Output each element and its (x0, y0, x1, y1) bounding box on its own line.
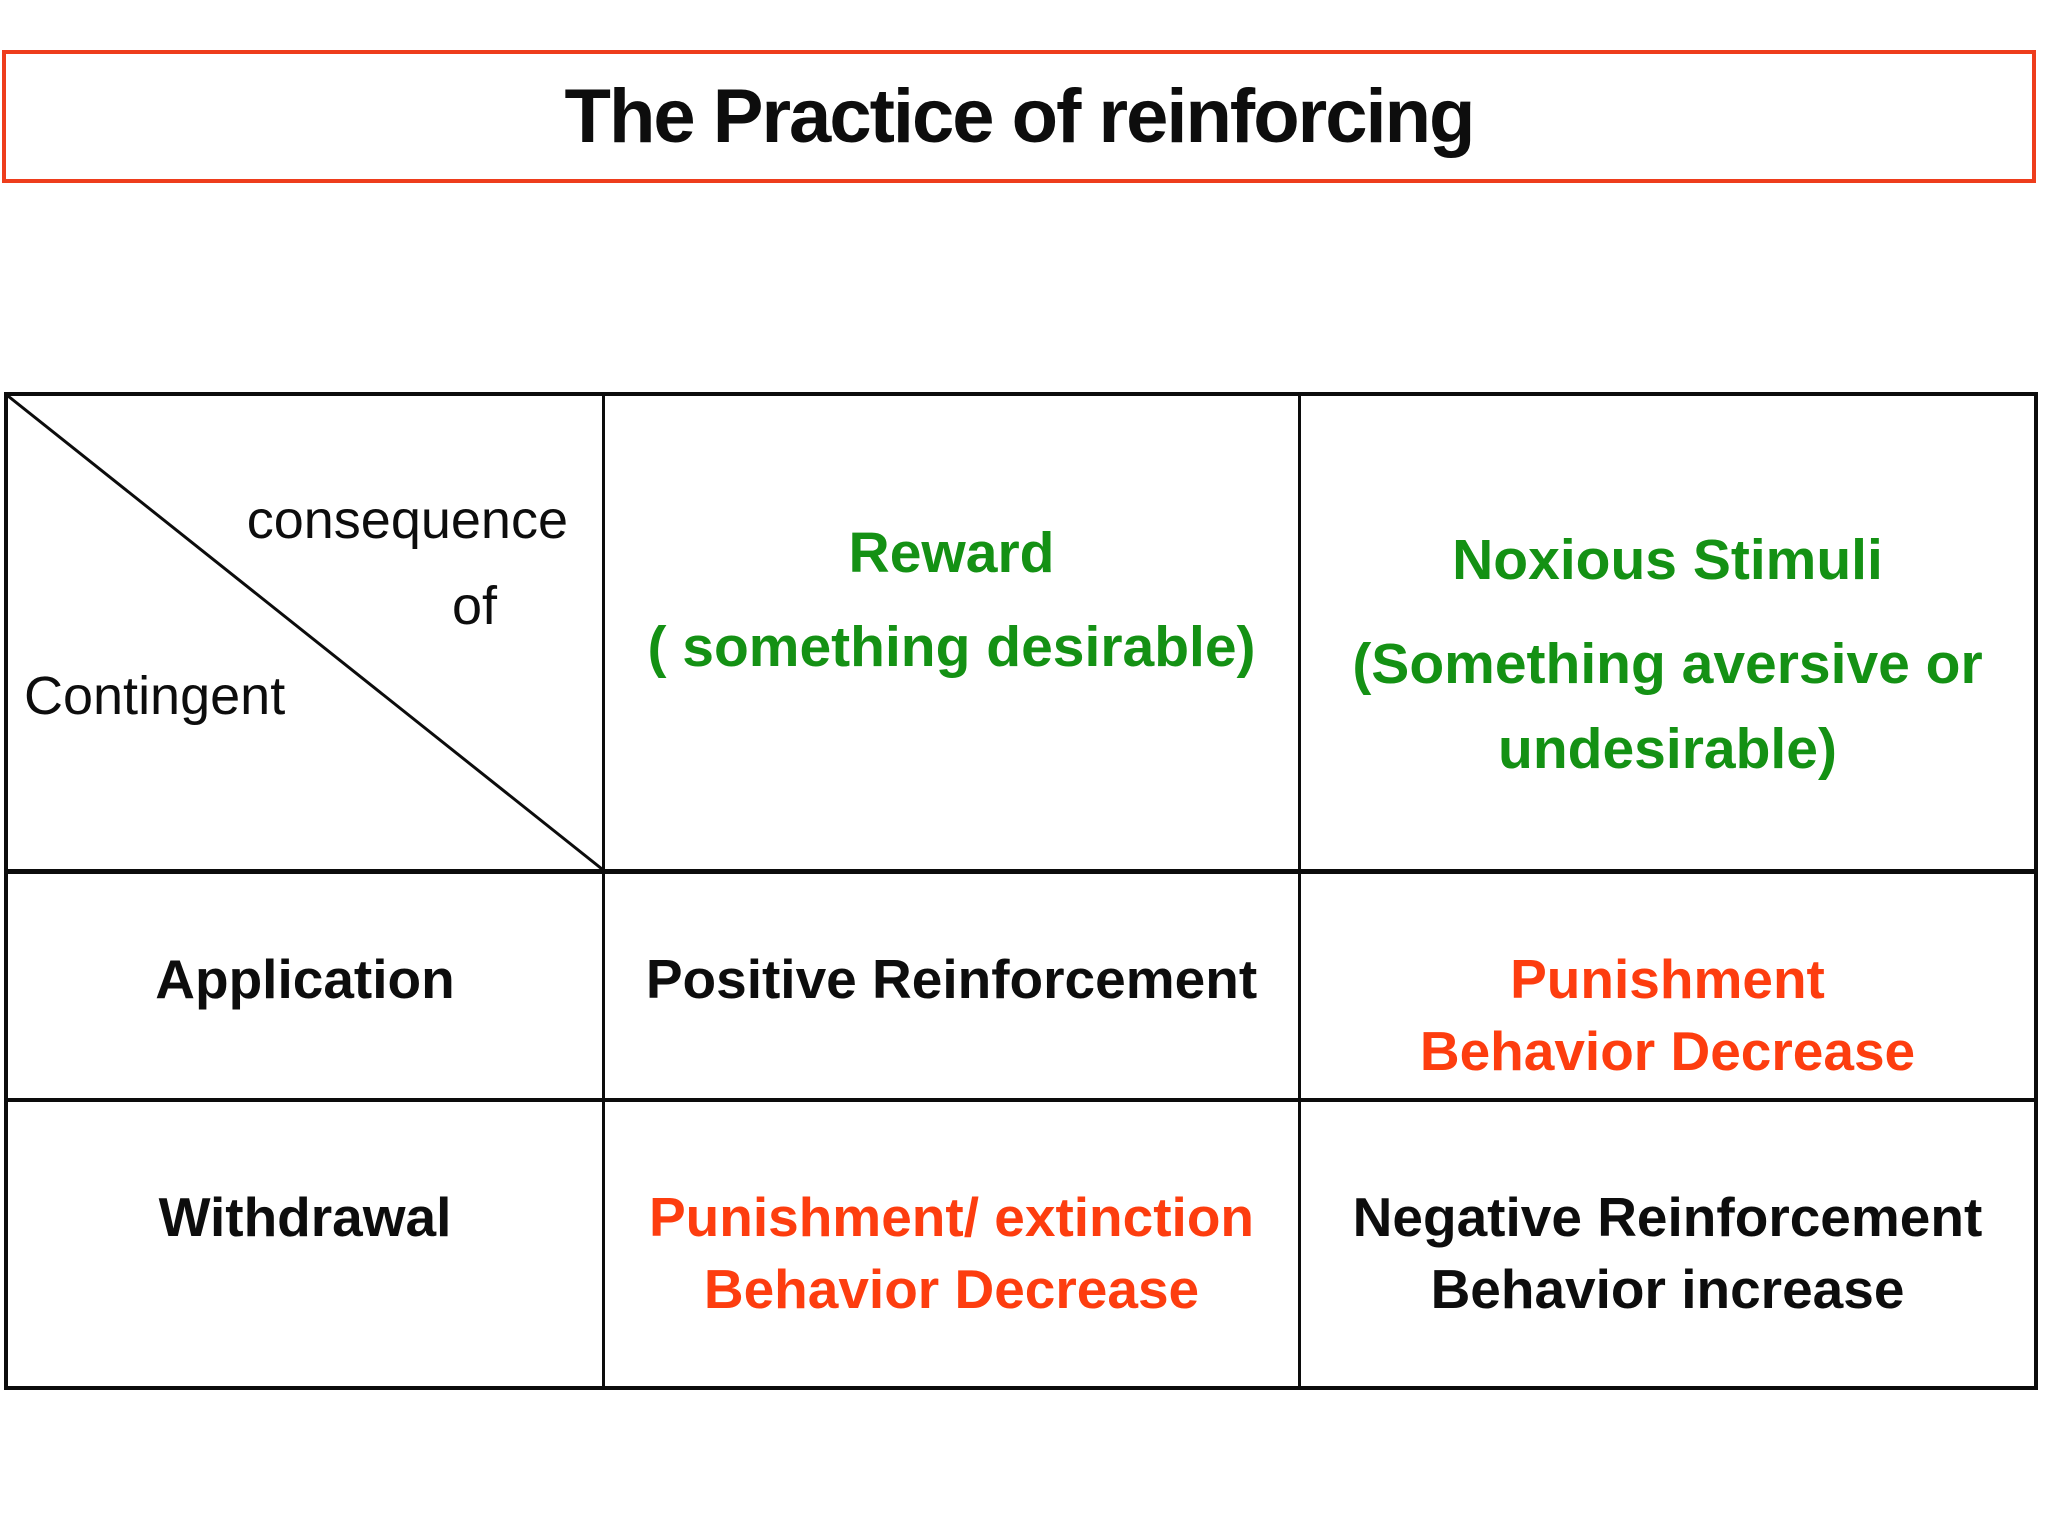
corner-diagonal-cell: consequence of Contingent (8, 396, 605, 874)
cell-line: Punishment/ extinction (648, 1186, 1255, 1248)
title-box: The Practice of reinforcing (2, 50, 2036, 183)
col-header-line: Reward (848, 521, 1055, 585)
cell-positive-reinforcement: Positive Reinforcement (605, 874, 1301, 1102)
page-title: The Practice of reinforcing (564, 74, 1476, 159)
cell-line: Positive Reinforcement (645, 948, 1258, 1010)
cell-line: Punishment (1510, 948, 1825, 1010)
row-header-application: Application (8, 874, 605, 1102)
cell-line: Negative Reinforcement (1352, 1186, 1983, 1248)
col-header-line: (Something aversive or (1352, 631, 1983, 696)
row-header-withdrawal: Withdrawal (8, 1102, 605, 1386)
cell-line: Behavior Decrease (703, 1257, 1200, 1320)
cell-negative-reinforcement: Negative Reinforcement Behavior increase (1301, 1102, 2034, 1386)
col-header-noxious-stimuli: Noxious Stimuli (Something aversive or u… (1301, 396, 2034, 874)
row-header-label: Withdrawal (158, 1186, 452, 1248)
cell-line: Behavior increase (1430, 1257, 1905, 1320)
col-header-line: Noxious Stimuli (1452, 528, 1883, 592)
col-header-line: undesirable) (1498, 717, 1837, 781)
cell-line: Behavior Decrease (1419, 1019, 1916, 1082)
col-header-reward: Reward ( something desirable) (605, 396, 1301, 874)
corner-label-consequence: consequence (246, 490, 568, 550)
cell-punishment-behavior-decrease: Punishment Behavior Decrease (1301, 874, 2034, 1102)
diagonal-divider-line (8, 396, 602, 869)
row-header-label: Application (155, 948, 455, 1010)
col-header-line: ( something desirable) (647, 614, 1256, 679)
reinforcement-table: consequence of Contingent Reward ( somet… (4, 392, 2038, 1390)
corner-label-contingent: Contingent (24, 666, 286, 726)
corner-label-of: of (452, 576, 498, 636)
cell-punishment-extinction: Punishment/ extinction Behavior Decrease (605, 1102, 1301, 1386)
